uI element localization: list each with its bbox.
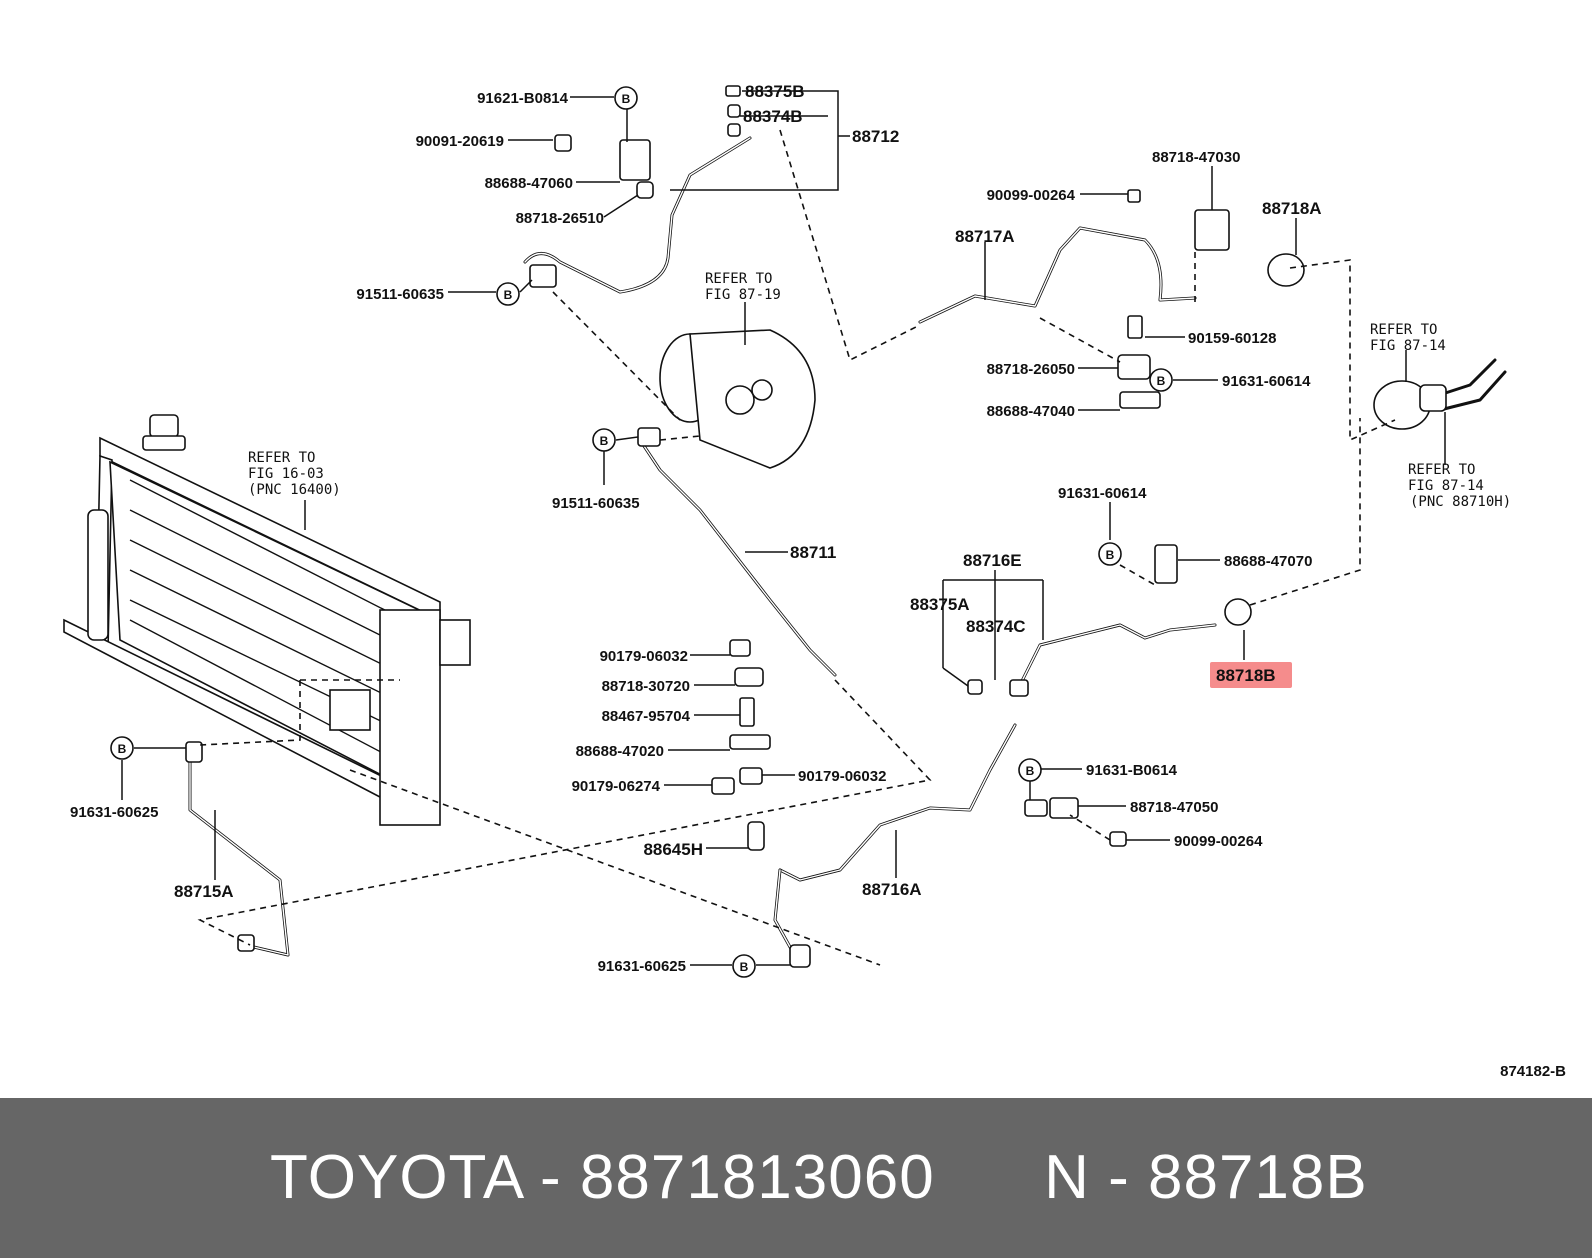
highlight-box <box>1210 662 1292 688</box>
callout[interactable]: 88374C <box>966 617 1026 636</box>
dashed-links <box>197 129 1396 966</box>
part-callouts: 91621-B0814 90091-20619 88688-47060 8871… <box>70 82 1322 975</box>
callout[interactable]: 91631-60625 <box>598 958 686 975</box>
callout[interactable]: 88711 <box>790 543 836 562</box>
diagram-code: 874182-B <box>1500 1063 1566 1080</box>
reference-bubbles: B B B B B B B B <box>110 86 1173 978</box>
separator: - <box>540 1143 562 1212</box>
callout[interactable]: 91621-B0814 <box>477 90 569 107</box>
svg-text:B: B <box>1106 548 1115 562</box>
callout[interactable]: 88645H <box>643 840 703 859</box>
callout[interactable]: 88718-26050 <box>987 361 1075 378</box>
callout-highlighted[interactable]: 88718B <box>1216 666 1276 685</box>
brand-name: TOYOTA <box>270 1143 522 1212</box>
bubble-b: B <box>614 86 638 110</box>
bubble-b: B <box>732 954 756 978</box>
callout[interactable]: 88718-30720 <box>602 678 690 695</box>
small-parts <box>185 85 1447 968</box>
svg-text:B: B <box>740 960 749 974</box>
bubble-b: B <box>1098 542 1122 566</box>
part-number: 8871813060 <box>579 1143 935 1212</box>
footer-bar: TOYOTA - 8871813060 N - 88718B <box>0 1098 1592 1258</box>
refer-note: (PNC 88710H) <box>1410 494 1511 510</box>
callout[interactable]: 88718A <box>1262 199 1322 218</box>
callout[interactable]: 88688-47020 <box>576 743 664 760</box>
bubble-b: B <box>592 428 616 452</box>
refer-note: FIG 87-19 <box>705 287 781 303</box>
callout[interactable]: 88716E <box>963 551 1022 570</box>
svg-text:B: B <box>1026 764 1035 778</box>
svg-text:B: B <box>600 434 609 448</box>
callout[interactable]: 90179-06032 <box>798 768 886 785</box>
callout[interactable]: 90159-60128 <box>1188 330 1276 347</box>
callout[interactable]: 88716A <box>862 880 922 899</box>
n-prefix: N <box>1044 1143 1090 1212</box>
callout[interactable]: 90099-00264 <box>1174 833 1263 850</box>
separator: - <box>1108 1143 1130 1212</box>
refer-note: FIG 16-03 <box>248 466 324 482</box>
compressor <box>659 329 816 469</box>
refer-note: FIG 87-14 <box>1408 478 1484 494</box>
refer-note: REFER TO <box>705 271 772 287</box>
ac-piping-diagram: B B B B B B B B 91621-B0814 90091-20619 … <box>63 82 1566 1080</box>
refer-notes: REFER TO FIG 87-19 REFER TO FIG 16-03 (P… <box>248 271 1511 510</box>
callout[interactable]: 90179-06032 <box>600 648 688 665</box>
callout[interactable]: 88375A <box>910 595 970 614</box>
callout[interactable]: 90179-06274 <box>572 778 661 795</box>
refer-note: REFER TO <box>1408 462 1475 478</box>
n-code: 88718B <box>1147 1143 1368 1212</box>
leader-lines <box>121 90 1446 966</box>
callout[interactable]: 88688-47040 <box>987 403 1075 420</box>
callout[interactable]: 91631-60614 <box>1222 373 1311 390</box>
refer-note: REFER TO <box>1370 322 1437 338</box>
callout[interactable]: 90099-00264 <box>987 187 1076 204</box>
callout[interactable]: 90091-20619 <box>416 133 504 150</box>
callout[interactable]: 88688-47070 <box>1224 553 1312 570</box>
svg-text:B: B <box>504 288 513 302</box>
callout[interactable]: 88718-47030 <box>1152 149 1240 166</box>
radiator-assembly <box>63 414 471 826</box>
callout[interactable]: 88718-26510 <box>516 210 604 227</box>
callout[interactable]: 91511-60635 <box>356 286 444 303</box>
callout[interactable]: 91511-60635 <box>552 495 640 512</box>
callout[interactable]: 91631-60614 <box>1058 485 1147 502</box>
callout[interactable]: 88375B <box>745 82 805 101</box>
callout[interactable]: 88688-47060 <box>485 175 573 192</box>
refer-note: FIG 87-14 <box>1370 338 1446 354</box>
bubble-b: B <box>1018 758 1042 782</box>
callout[interactable]: 88718-47050 <box>1130 799 1218 816</box>
callout[interactable]: 88717A <box>955 227 1015 246</box>
callout[interactable]: 88374B <box>743 107 803 126</box>
callout[interactable]: 88715A <box>174 882 234 901</box>
svg-text:B: B <box>1157 374 1166 388</box>
svg-text:B: B <box>622 92 631 106</box>
callout[interactable]: 91631-B0614 <box>1086 762 1178 779</box>
bubble-b: B <box>1149 368 1173 392</box>
refer-note: REFER TO <box>248 450 315 466</box>
callout[interactable]: 88467-95704 <box>602 708 691 725</box>
refer-note: (PNC 16400) <box>248 482 341 498</box>
callout[interactable]: 88712 <box>852 127 899 146</box>
pipes <box>188 136 1507 967</box>
bubble-b: B <box>496 282 520 306</box>
bubble-b: B <box>110 736 134 760</box>
svg-text:B: B <box>118 742 127 756</box>
footer-title: TOYOTA - 8871813060 N - 88718B <box>270 1142 1368 1213</box>
callout[interactable]: 91631-60625 <box>70 804 158 821</box>
